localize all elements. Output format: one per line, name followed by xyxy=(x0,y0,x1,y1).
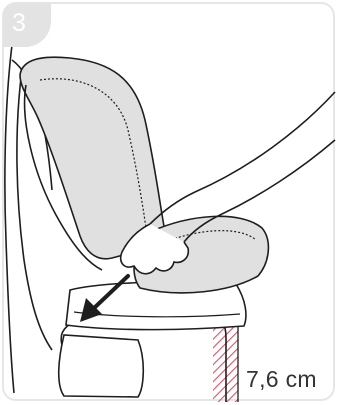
vehicle-backrest xyxy=(5,45,14,393)
step-number: 3 xyxy=(12,9,26,38)
vehicle-cushion-front xyxy=(59,335,144,397)
measurement-label: 7,6 cm xyxy=(246,366,317,393)
